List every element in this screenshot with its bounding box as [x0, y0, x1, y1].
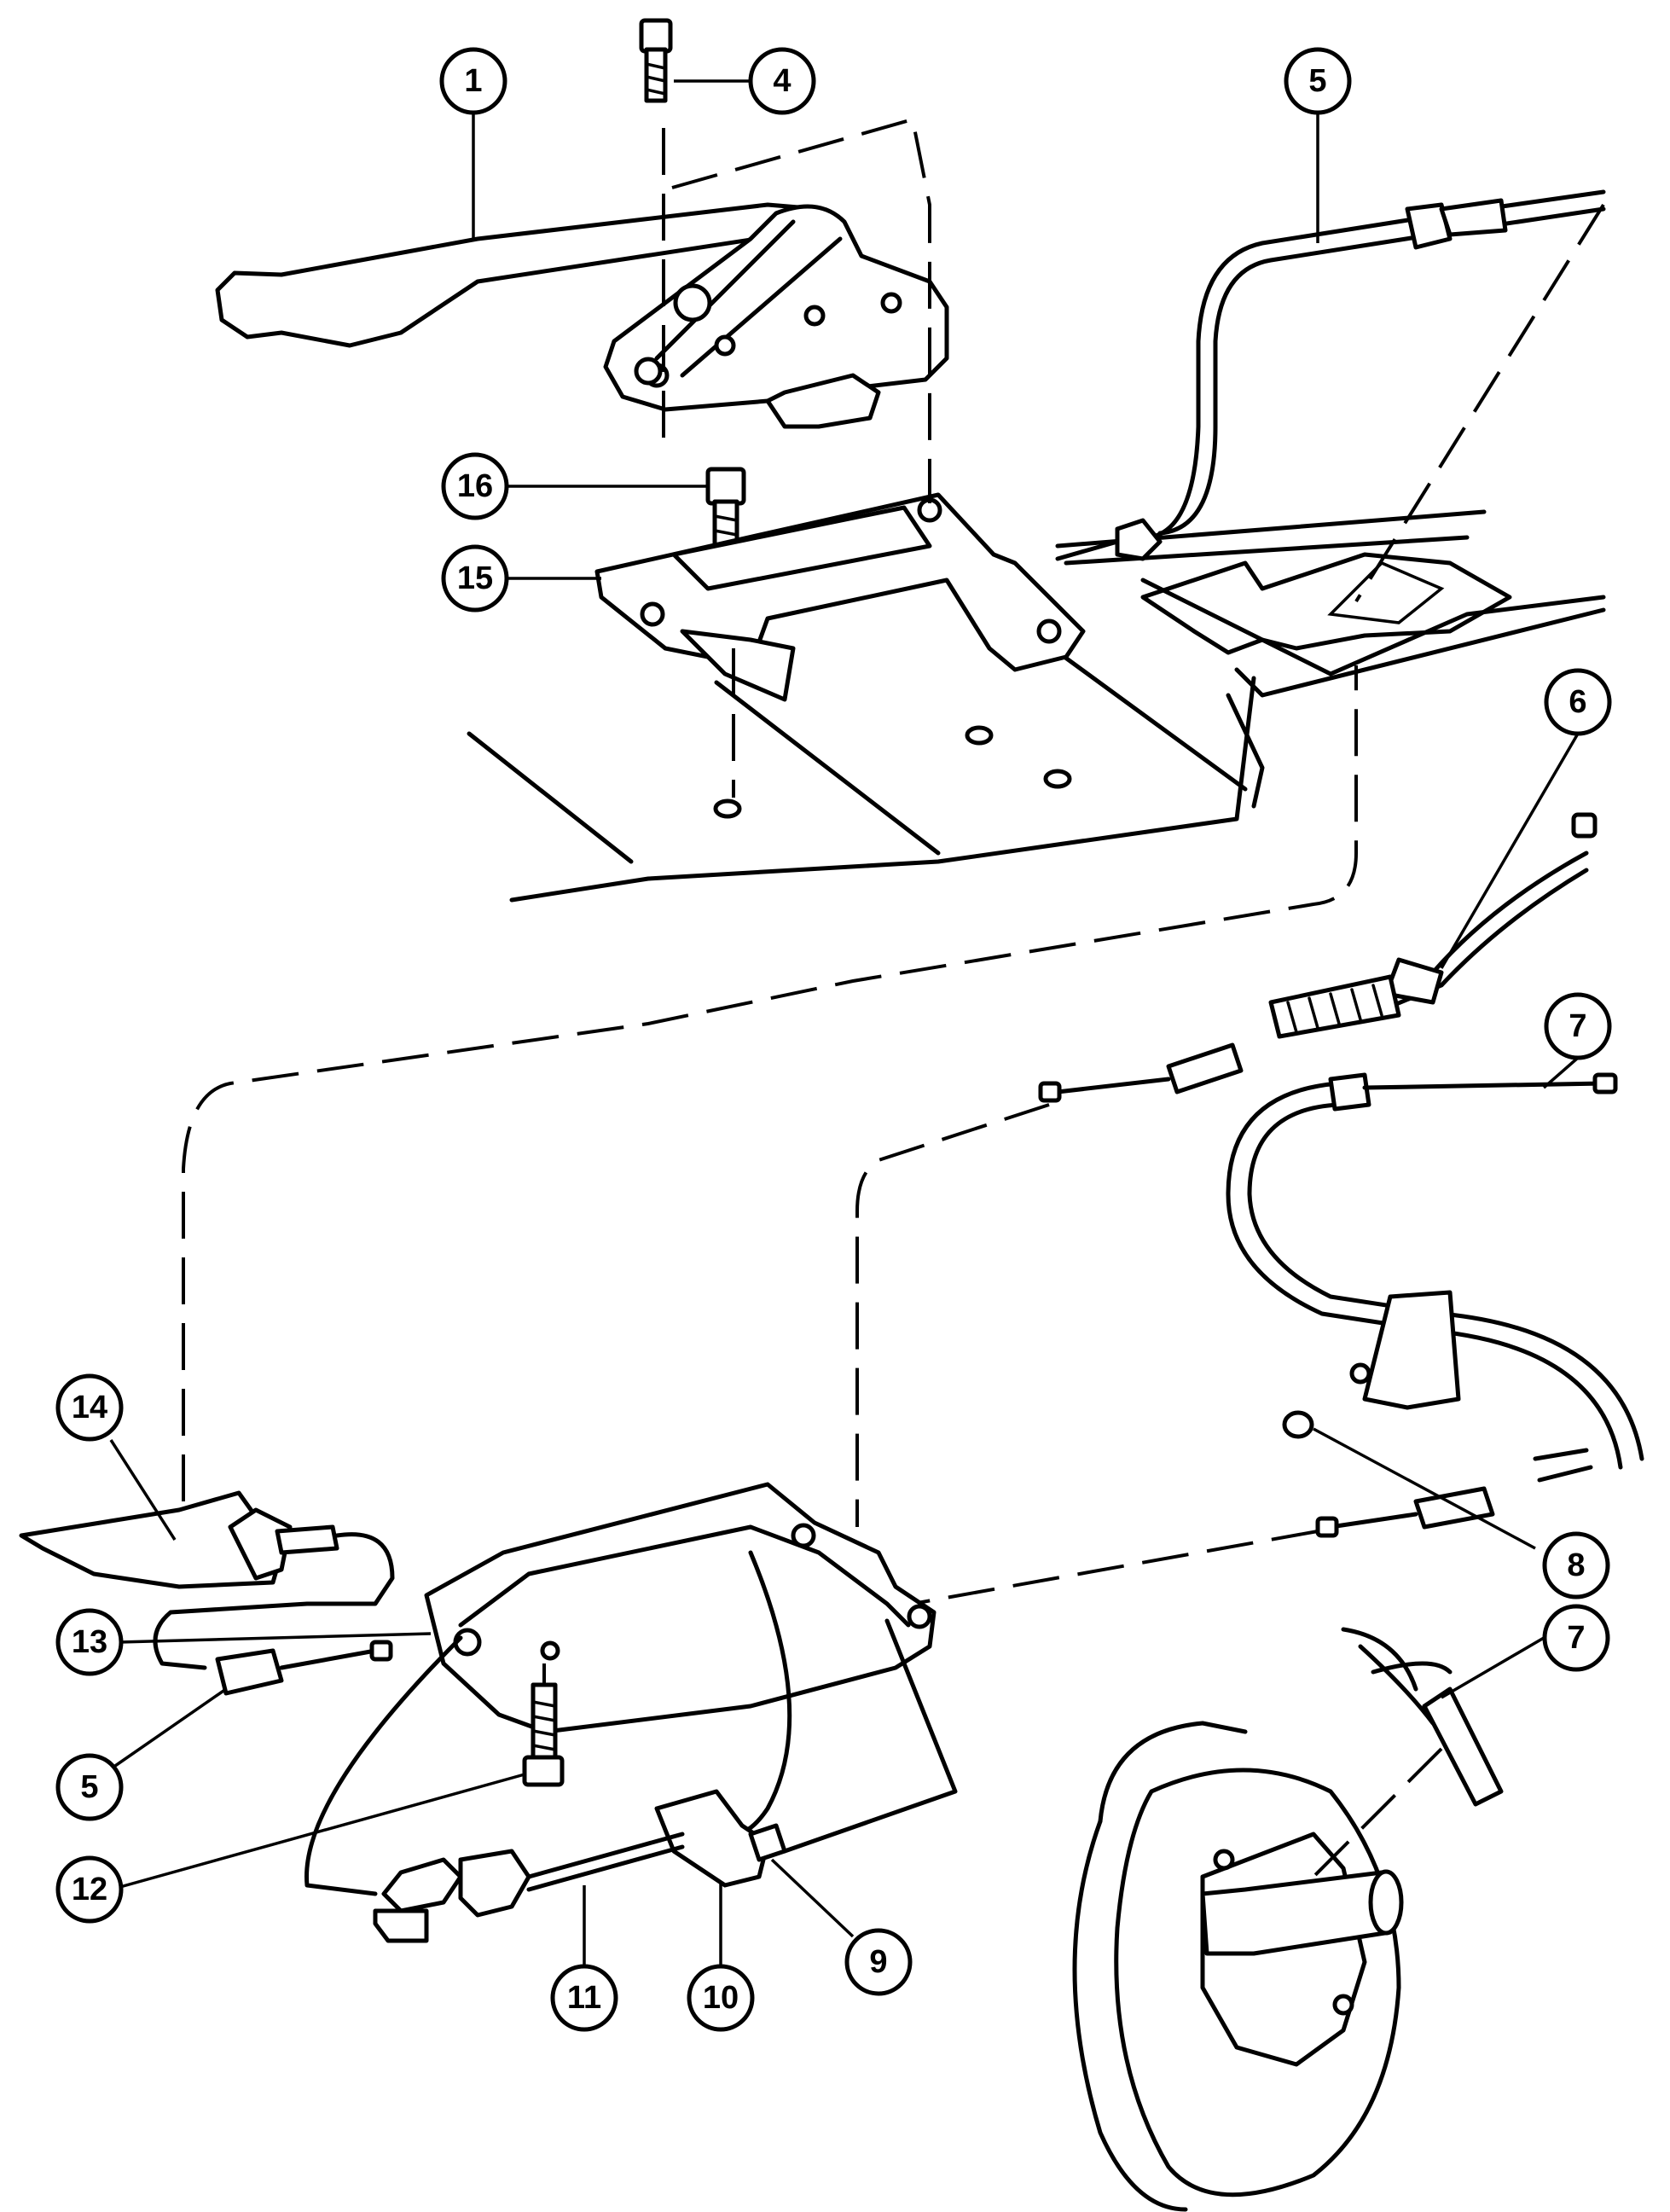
svg-text:1: 1 [464, 63, 482, 99]
svg-text:12: 12 [72, 1872, 107, 1907]
callout-16: 16 [441, 452, 509, 520]
svg-text:8: 8 [1567, 1547, 1585, 1583]
cable-end-right [912, 1486, 1495, 1605]
svg-text:5: 5 [1308, 63, 1326, 99]
nut-8 [1282, 1410, 1314, 1439]
front-cable-upper [1055, 189, 1606, 603]
svg-text:9: 9 [869, 1944, 887, 1980]
svg-text:4: 4 [773, 63, 791, 99]
callout-9: 9 [844, 1928, 913, 1996]
callout-15: 15 [441, 544, 509, 613]
front-cable-lower [153, 1532, 395, 1696]
leader-lines [109, 79, 1580, 1966]
callout-5-lower: 5 [55, 1753, 124, 1821]
cable-guide-14 [19, 665, 1358, 1589]
callout-12: 12 [55, 1855, 124, 1924]
svg-text:7: 7 [1569, 1008, 1586, 1044]
svg-text:10: 10 [703, 1980, 739, 2016]
svg-text:16: 16 [457, 468, 493, 504]
callout-13: 13 [55, 1608, 124, 1676]
svg-text:13: 13 [72, 1624, 107, 1660]
mounting-bracket [594, 492, 1086, 702]
svg-text:5: 5 [80, 1769, 98, 1805]
equalizer-assembly [304, 1550, 958, 1943]
callout-5-upper: 5 [1284, 47, 1352, 115]
rear-cable-7 [1226, 1072, 1644, 1483]
svg-text:11: 11 [567, 1980, 601, 2016]
callout-7-lower: 7 [1542, 1604, 1610, 1672]
alignment-lines-upper [662, 117, 931, 798]
equalizer-bracket [424, 1482, 936, 1734]
callout-1: 1 [439, 47, 507, 115]
callout-8: 8 [1542, 1531, 1610, 1599]
parking-brake-lever [215, 202, 949, 429]
bolt-12 [522, 1663, 565, 1787]
callout-6: 6 [1544, 668, 1612, 736]
callout-10: 10 [687, 1964, 755, 2032]
callout-11: 11 [550, 1964, 618, 2032]
rear-cable-6 [855, 812, 1598, 1527]
callout-4: 4 [748, 47, 816, 115]
bolt-4 [639, 18, 673, 103]
callout-7-upper: 7 [1544, 992, 1612, 1060]
svg-text:7: 7 [1567, 1620, 1585, 1656]
svg-text:14: 14 [72, 1390, 107, 1425]
svg-text:15: 15 [457, 560, 493, 596]
brake-drum-assembly [1072, 1627, 1504, 2212]
callout-14: 14 [55, 1373, 124, 1442]
svg-text:6: 6 [1569, 684, 1586, 720]
